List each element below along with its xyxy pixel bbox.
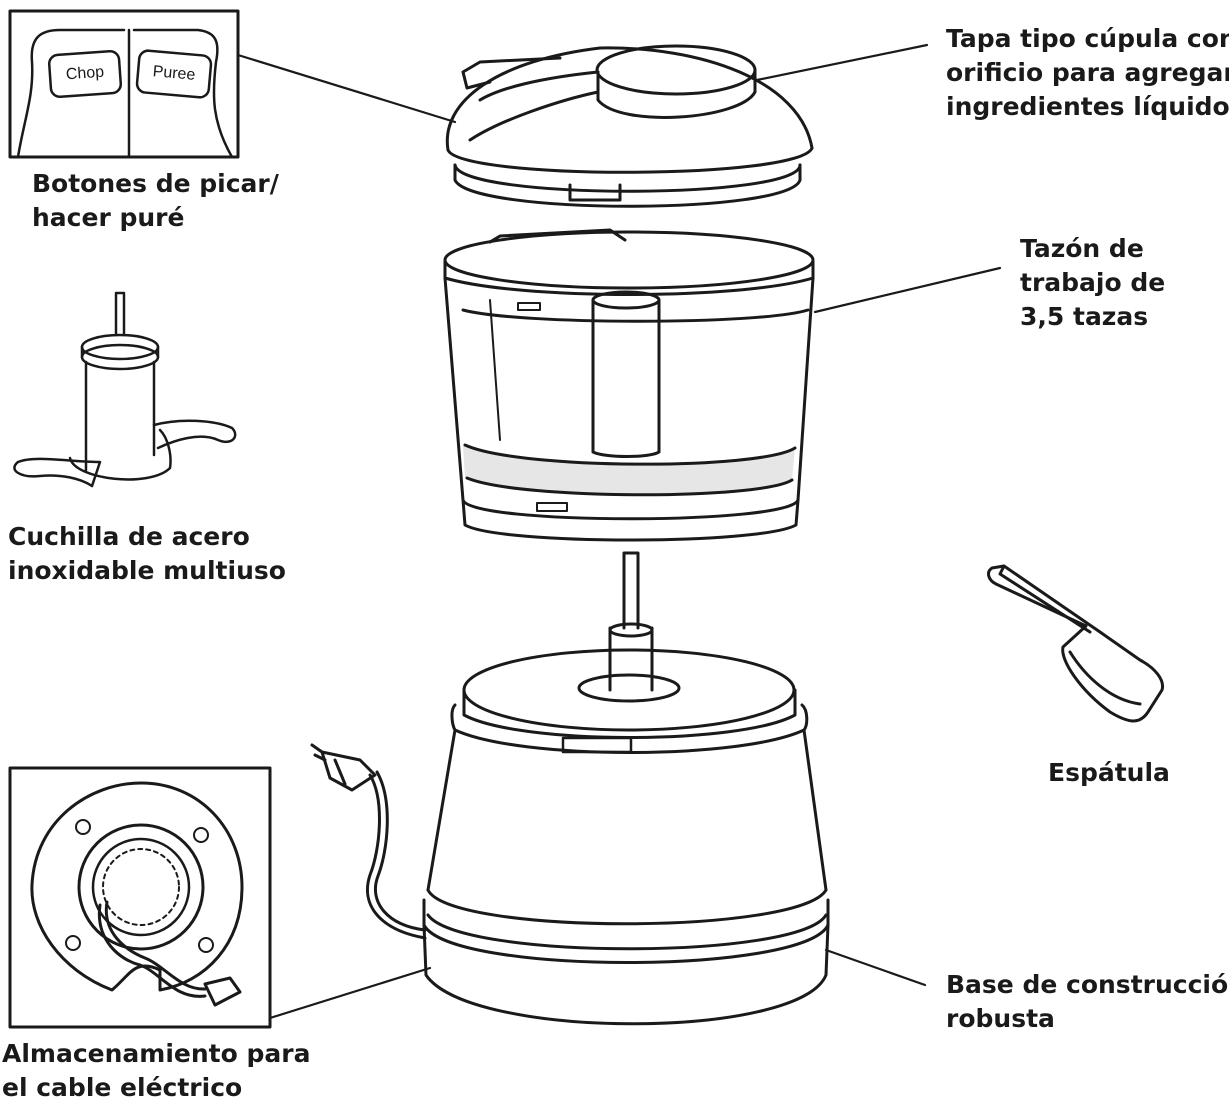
puree-button-icon (135, 49, 213, 99)
cord-storage-inset (8, 766, 272, 1029)
label-cord-storage: Almacenamiento para el cable eléctrico (2, 1037, 310, 1105)
label-spatula-line-1: Espátula (1048, 758, 1170, 787)
label-lid: Tapa tipo cúpula con orificio para agreg… (946, 22, 1229, 124)
chop-button-icon (47, 49, 123, 99)
leader-lines (236, 43, 1002, 1020)
base-illustration (422, 551, 830, 1026)
label-bowl-line-2: trabajo de (1020, 268, 1166, 297)
label-blade-line-2: inoxidable multiuso (8, 556, 286, 585)
bowl-illustration (443, 228, 815, 542)
buttons-inset: Chop Puree (8, 9, 240, 159)
label-base-line-2: robusta (946, 1004, 1055, 1033)
label-lid-line-3: ingredientes líquidos (946, 92, 1229, 121)
label-base: Base de construcción robusta (946, 968, 1229, 1036)
puree-label: Puree (152, 63, 196, 84)
label-bowl-line-1: Tazón de (1020, 234, 1144, 263)
label-blade: Cuchilla de acero inoxidable multiuso (8, 520, 286, 588)
lid-illustration (445, 44, 814, 208)
label-cord-storage-line-2: el cable eléctrico (2, 1073, 243, 1102)
label-buttons: Botones de picar/ hacer puré (32, 167, 279, 235)
spatula-illustration (987, 564, 1165, 723)
label-blade-line-1: Cuchilla de acero (8, 522, 250, 551)
label-lid-line-1: Tapa tipo cúpula con (946, 24, 1229, 53)
label-buttons-line-2: hacer puré (32, 203, 185, 232)
label-cord-storage-line-1: Almacenamiento para (2, 1039, 311, 1068)
chop-label: Chop (65, 64, 104, 84)
label-lid-line-2: orificio para agregar (946, 58, 1229, 87)
label-base-line-1: Base de construcción (946, 970, 1229, 999)
label-bowl: Tazón de trabajo de 3,5 tazas (1020, 232, 1165, 334)
blade-illustration (13, 291, 237, 488)
label-buttons-line-1: Botones de picar/ (32, 169, 279, 198)
label-spatula: Espátula (1048, 756, 1170, 790)
label-bowl-line-3: 3,5 tazas (1020, 302, 1149, 331)
power-cord-illustration (310, 743, 427, 940)
